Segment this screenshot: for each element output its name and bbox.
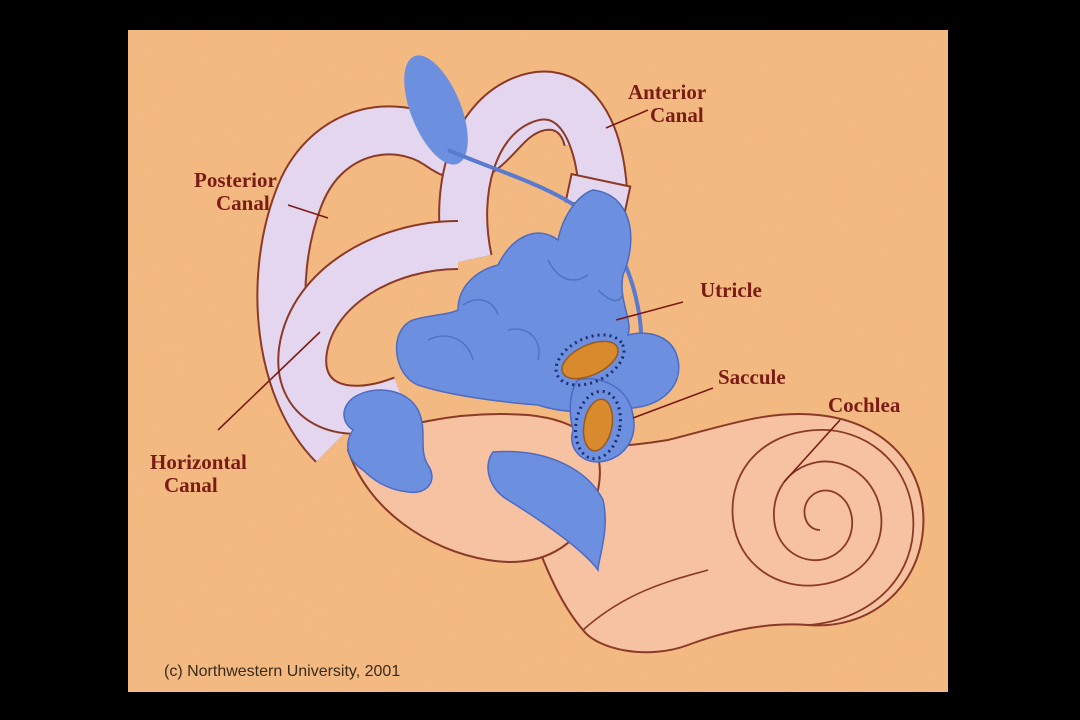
saccule-macula	[574, 389, 622, 461]
label-anterior-canal: Anterior Canal	[628, 81, 706, 127]
label-anterior-line2: Canal	[650, 103, 704, 127]
label-posterior-canal: Posterior Canal	[194, 169, 277, 215]
inner-ear-illustration	[128, 30, 948, 692]
diagram-frame: Anterior Canal Posterior Canal Utricle S…	[128, 30, 948, 692]
leader-lines	[217, 109, 841, 483]
utricle-macula	[554, 333, 626, 387]
label-posterior-line1: Posterior	[194, 168, 277, 192]
cochlea	[506, 413, 925, 654]
membranous-shading	[427, 259, 624, 361]
label-saccule: Saccule	[718, 365, 786, 389]
anterior-canal	[440, 72, 626, 265]
label-horizontal-line2: Canal	[164, 473, 218, 497]
label-horizontal-line1: Horizontal	[150, 450, 247, 474]
copyright-notice: (c) Northwestern University, 2001	[164, 663, 401, 680]
label-horizontal-canal: Horizontal Canal	[150, 451, 247, 497]
label-cochlea: Cochlea	[828, 393, 901, 417]
label-posterior-line2: Canal	[216, 191, 270, 215]
endolymphatic-sac	[404, 55, 468, 165]
label-anterior-line1: Anterior	[628, 80, 707, 104]
label-utricle: Utricle	[700, 278, 762, 302]
